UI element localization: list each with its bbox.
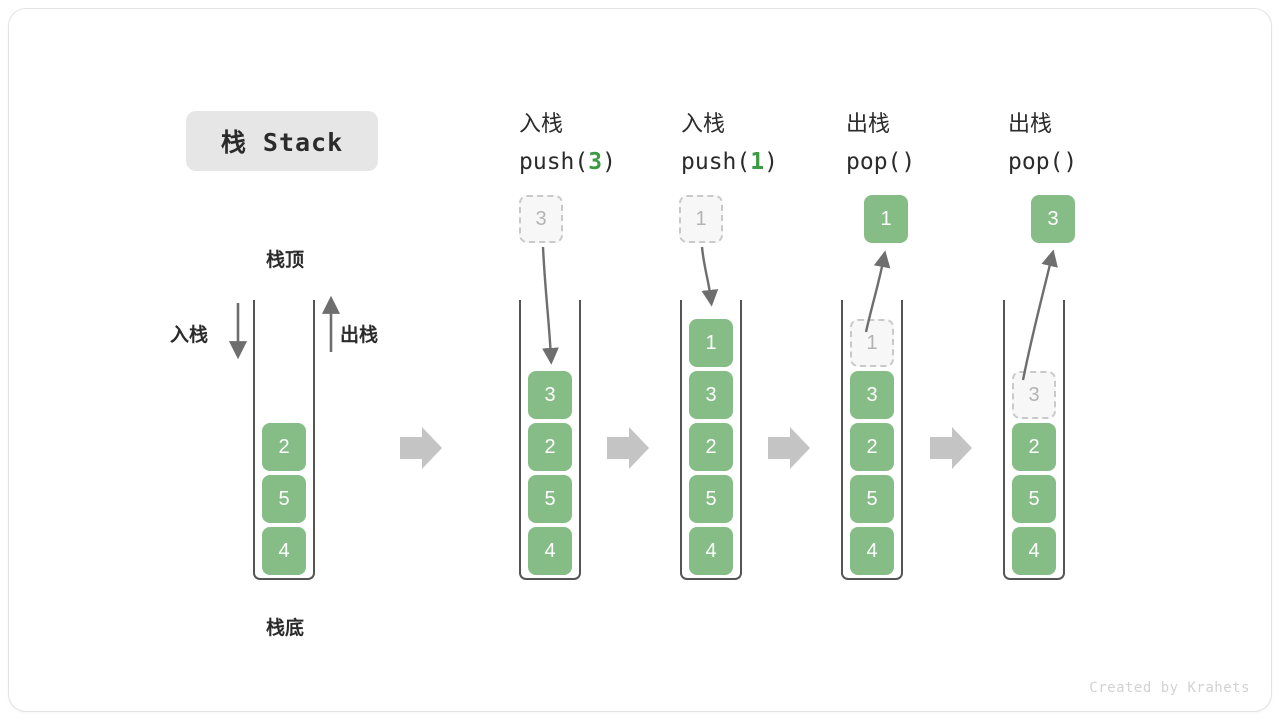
caption-cn-pop-3: 出栈 — [1008, 111, 1053, 136]
code-suffix: ) — [1063, 149, 1078, 175]
stack-cell: 5 — [689, 475, 733, 523]
caption-code-push-1: push(1) — [681, 143, 871, 181]
code-arg: 1 — [750, 149, 765, 175]
stack-cell: 5 — [1012, 475, 1056, 523]
code-prefix: push( — [681, 149, 751, 175]
float-box-push-3: 3 — [519, 195, 563, 243]
stack-cell: 3 — [689, 371, 733, 419]
caption-code-push-3: push(3) — [519, 143, 709, 181]
column-caption-pop-1: 出栈 pop() — [846, 105, 1036, 181]
caption-cn-push-3: 入栈 — [519, 111, 564, 136]
caption-cn-pop-1: 出栈 — [846, 111, 891, 136]
float-box-pop-3: 3 — [1031, 195, 1075, 243]
caption-code-pop-1: pop() — [846, 143, 1036, 181]
stack-cell: 2 — [850, 423, 894, 471]
pop-axis-label: 出栈 — [340, 325, 379, 346]
stack-cell-ghost: 1 — [850, 319, 894, 367]
stack-cell: 2 — [262, 423, 306, 471]
stack-cell-ghost: 3 — [1012, 371, 1056, 419]
stack-cell: 5 — [262, 475, 306, 523]
stack-top-label: 栈顶 — [265, 250, 304, 271]
float-box-pop-1: 1 — [864, 195, 908, 243]
stack-bottom-label: 栈底 — [265, 618, 304, 639]
stack-cell: 2 — [1012, 423, 1056, 471]
stack-cell: 4 — [1012, 527, 1056, 575]
caption-code-pop-3: pop() — [1008, 143, 1198, 181]
stack-cell: 4 — [689, 527, 733, 575]
float-box-push-1: 1 — [679, 195, 723, 243]
code-suffix: ) — [602, 149, 616, 175]
stack-cell: 1 — [689, 319, 733, 367]
caption-cn-push-1: 入栈 — [681, 111, 726, 136]
stack-cell: 3 — [528, 371, 572, 419]
footer-credit: Created by Krahets — [1089, 680, 1250, 696]
column-caption-push-3: 入栈 push(3) — [519, 105, 709, 181]
stack-cell: 5 — [528, 475, 572, 523]
stack-cell: 5 — [850, 475, 894, 523]
figure-title: 栈 Stack — [186, 111, 378, 171]
stack-cell: 4 — [850, 527, 894, 575]
code-suffix: ) — [901, 149, 916, 175]
code-arg: 3 — [588, 149, 603, 175]
column-caption-push-1: 入栈 push(1) — [681, 105, 871, 181]
code-suffix: ) — [764, 149, 778, 175]
code-prefix: pop( — [1008, 149, 1064, 175]
stack-cell: 4 — [262, 527, 306, 575]
stack-cell: 2 — [528, 423, 572, 471]
stack-cell: 4 — [528, 527, 572, 575]
stack-cell: 3 — [850, 371, 894, 419]
stack-cell: 2 — [689, 423, 733, 471]
code-prefix: pop( — [846, 149, 902, 175]
push-axis-label: 入栈 — [170, 325, 209, 346]
code-prefix: push( — [519, 149, 589, 175]
column-caption-pop-3: 出栈 pop() — [1008, 105, 1198, 181]
